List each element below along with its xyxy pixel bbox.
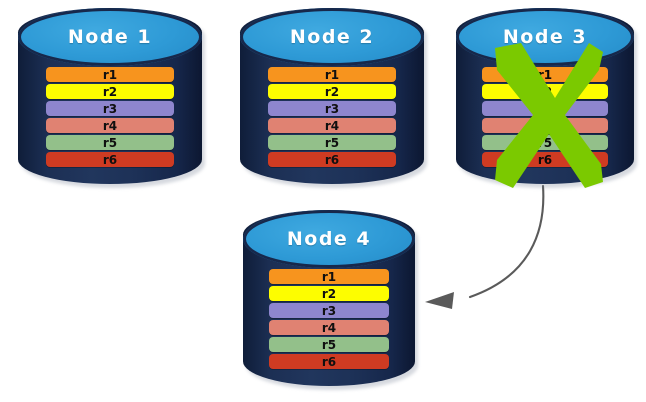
node-1[interactable]: Node 1 r1 r2 r3 r4 r5 r6 xyxy=(18,8,205,188)
row-r5: r5 xyxy=(269,337,389,352)
row-r1: r1 xyxy=(269,269,389,284)
row-r3: r3 xyxy=(268,101,396,116)
cylinder-top xyxy=(240,8,424,66)
cylinder-top xyxy=(18,8,202,66)
row-r1: r1 xyxy=(268,67,396,82)
row-r6: r6 xyxy=(46,152,174,167)
node-1-rows: r1 r2 r3 r4 r5 r6 xyxy=(46,67,174,169)
row-r6: r6 xyxy=(268,152,396,167)
row-r2: r2 xyxy=(268,84,396,99)
node-4-rows: r1 r2 r3 r4 r5 r6 xyxy=(269,269,389,371)
row-r4: r4 xyxy=(46,118,174,133)
row-r1: r1 xyxy=(46,67,174,82)
row-r5: r5 xyxy=(482,135,608,150)
row-r4: r4 xyxy=(268,118,396,133)
row-r1: r1 xyxy=(482,67,608,82)
row-r4: r4 xyxy=(482,118,608,133)
cylinder-top xyxy=(456,8,634,66)
node-4[interactable]: Node 4 r1 r2 r3 r4 r5 r6 xyxy=(243,210,418,390)
row-r2: r2 xyxy=(269,286,389,301)
node-3-rows: r1 r2 r3 r4 r5 r6 xyxy=(482,67,608,169)
node-3[interactable]: Node 3 r1 r2 r3 r4 r5 r6 xyxy=(456,8,637,188)
cylinder-top xyxy=(243,210,415,268)
node-2[interactable]: Node 2 r1 r2 r3 r4 r5 r6 xyxy=(240,8,427,188)
node-2-rows: r1 r2 r3 r4 r5 r6 xyxy=(268,67,396,169)
row-r5: r5 xyxy=(268,135,396,150)
row-r3: r3 xyxy=(46,101,174,116)
row-r4: r4 xyxy=(269,320,389,335)
row-r3: r3 xyxy=(482,101,608,116)
row-r3: r3 xyxy=(269,303,389,318)
row-r2: r2 xyxy=(482,84,608,99)
row-r2: r2 xyxy=(46,84,174,99)
row-r5: r5 xyxy=(46,135,174,150)
row-r6: r6 xyxy=(482,152,608,167)
row-r6: r6 xyxy=(269,354,389,369)
